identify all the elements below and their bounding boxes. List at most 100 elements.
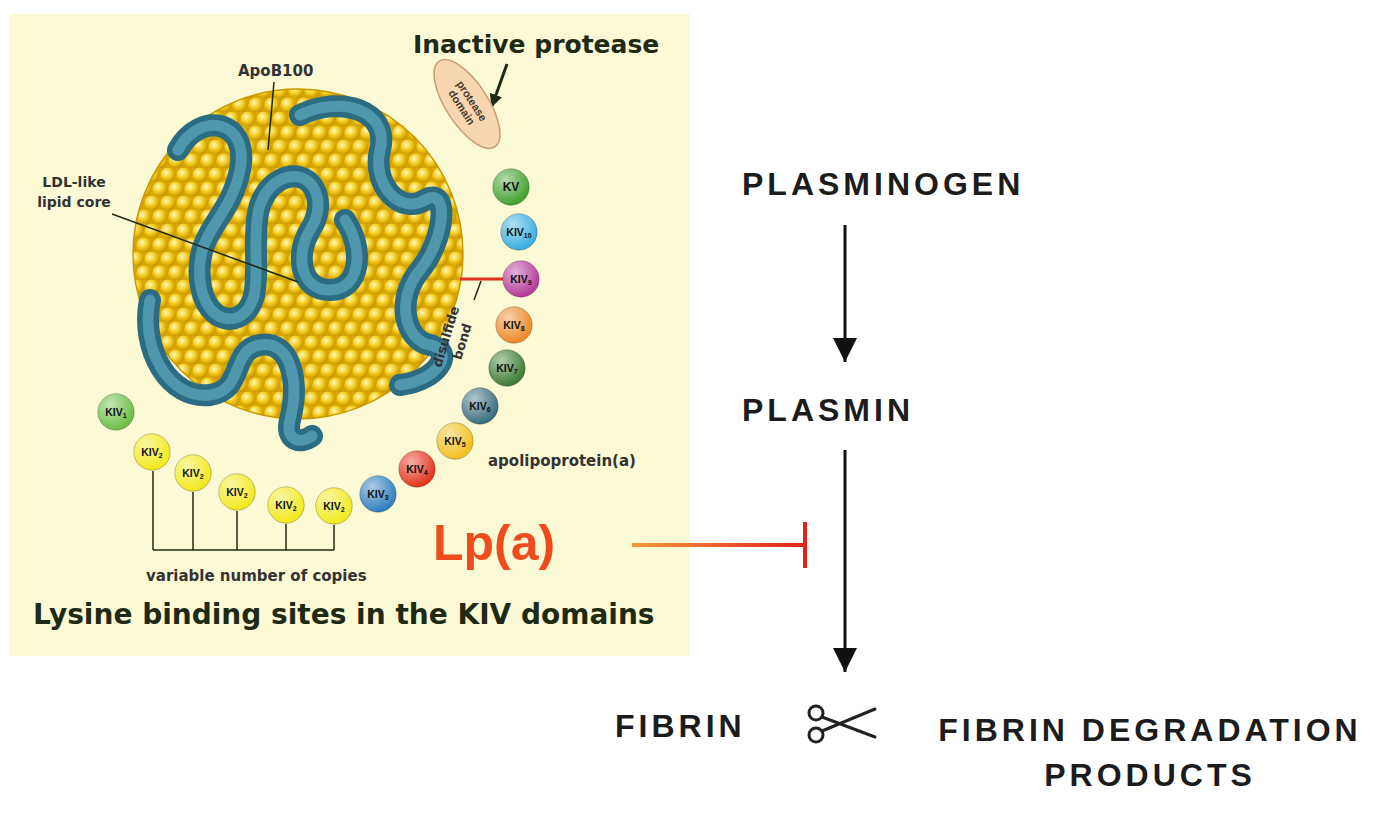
domain-shine <box>503 261 539 297</box>
kringle-domain: KIV5 <box>436 422 474 460</box>
domain-fill <box>134 434 170 470</box>
domain-name: KIV <box>226 487 244 498</box>
connector-group <box>845 225 846 362</box>
flow-term-text: FIBRIN DEGRADATION PRODUCTS <box>930 708 1370 798</box>
background-panel: Lysine binding sites in the KIV domains K… <box>10 14 690 656</box>
domain-fill <box>316 488 352 524</box>
domain-fill <box>462 388 498 424</box>
domain-fill <box>360 476 396 512</box>
domain-name: KIV <box>141 447 159 458</box>
annotation-label: variable number of copies <box>146 567 367 585</box>
domain-subscript: 7 <box>514 368 518 375</box>
molecule-label: Lp(a) <box>433 518 555 568</box>
kringle-domain: KV <box>492 168 530 206</box>
domain-name: KIV <box>510 274 528 285</box>
domain-subscript: 2 <box>341 506 345 513</box>
domain-subscript: 8 <box>521 325 525 332</box>
domain-name: KIV <box>444 436 462 447</box>
scissors-symbol <box>809 706 875 742</box>
kringle-domain: KIV8 <box>495 306 533 344</box>
domain-name: KIV <box>503 320 521 331</box>
part-label: ApoB100 <box>238 62 313 80</box>
domain-name: KIV <box>323 501 341 512</box>
part-label: apolipoprotein(a) <box>488 452 636 470</box>
domain-shine <box>98 394 134 430</box>
kringle-domain: KIV2 <box>267 486 305 524</box>
scissors-blade <box>822 717 875 737</box>
domain-fill <box>98 394 134 430</box>
domain-subscript: 5 <box>462 441 466 448</box>
domain-shine <box>360 476 396 512</box>
domain-name: KIV <box>496 363 514 374</box>
domain-fill <box>399 451 435 487</box>
domain-shine <box>462 388 498 424</box>
kringle-domain: KIV4 <box>398 450 436 488</box>
domain-shine <box>316 488 352 524</box>
flow-term-text: PLASMIN <box>742 392 914 428</box>
domain-name: KIV <box>506 227 524 238</box>
domain-shine <box>399 451 435 487</box>
domain-fill <box>503 261 539 297</box>
domain-name: KIV <box>406 464 424 475</box>
kringle-domain: KIV3 <box>359 475 397 513</box>
domain-subscript: 10 <box>524 232 532 239</box>
kringle-domain: KIV1 <box>97 393 135 431</box>
domain-name: KV <box>503 181 520 193</box>
kringle-domain: KIV6 <box>461 387 499 425</box>
inhibition-bar <box>803 522 807 568</box>
domain-name: KIV <box>275 500 293 511</box>
kringle-domain: KIV2 <box>315 487 353 525</box>
domain-shine <box>489 350 525 386</box>
flow-term: FIBRIN DEGRADATION PRODUCTS <box>930 708 1370 798</box>
ellipse-fill <box>422 50 513 158</box>
domain-shine <box>134 434 170 470</box>
domain-fill <box>175 455 211 491</box>
kringle-domain: KIV2 <box>174 454 212 492</box>
domain-fill <box>496 307 532 343</box>
domain-name: KIV <box>182 468 200 479</box>
domain-shine <box>219 474 255 510</box>
panel-caption: Lysine binding sites in the KIV domains <box>33 598 655 631</box>
flow-arrow <box>844 450 847 672</box>
scissors-handle <box>809 728 823 742</box>
flow-term: FIBRIN <box>615 708 746 744</box>
domain-fill <box>268 487 304 523</box>
flow-term: PLASMIN <box>742 362 914 436</box>
domain-name: KIV <box>469 401 487 412</box>
domain-fill <box>501 214 537 250</box>
kringle-domain: KIV2 <box>133 433 171 471</box>
kringle-domain: KIV2 <box>218 473 256 511</box>
flow-term-text: PLASMINOGEN <box>742 166 1024 202</box>
callout-label: Inactive protease <box>413 30 659 60</box>
domain-subscript: 6 <box>487 406 491 413</box>
protease-domain: protease domain <box>420 48 514 159</box>
part-label: LDL-like lipid core <box>26 172 122 212</box>
domain-name: KIV <box>105 407 123 418</box>
domain-shine <box>501 214 537 250</box>
domain-shine <box>493 169 529 205</box>
domain-shine <box>175 455 211 491</box>
domain-subscript: 2 <box>293 505 297 512</box>
scissors-handle <box>809 706 823 720</box>
scissors-blade <box>822 709 875 731</box>
domain-subscript: 4 <box>424 469 428 476</box>
domain-shine <box>437 423 473 459</box>
domain-subscript: 9 <box>528 279 532 286</box>
domain-subscript: 1 <box>123 412 127 419</box>
domain-subscript: 2 <box>244 492 248 499</box>
domain-subscript: 3 <box>385 494 389 501</box>
domain-fill <box>219 474 255 510</box>
domain-name: KIV <box>367 489 385 500</box>
kringle-domain: KIV7 <box>488 349 526 387</box>
kringle-domain: KIV10 <box>500 213 538 251</box>
domain-subscript: 2 <box>200 473 204 480</box>
domain-subscript: 2 <box>159 452 163 459</box>
kringle-domain: KIV9 <box>502 260 540 298</box>
flow-term: PLASMINOGEN <box>742 160 1024 225</box>
domain-fill <box>437 423 473 459</box>
domain-fill <box>493 169 529 205</box>
domain-fill <box>489 350 525 386</box>
domain-shine <box>496 307 532 343</box>
flow-arrow <box>844 225 847 362</box>
